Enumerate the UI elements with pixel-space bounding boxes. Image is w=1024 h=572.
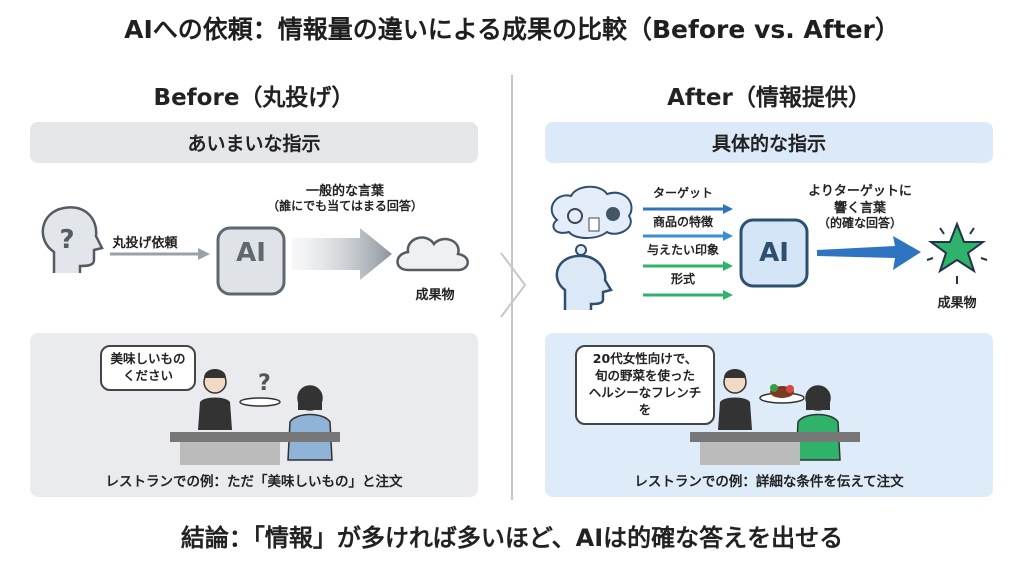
result-label: 成果物	[937, 296, 977, 311]
ai-box	[739, 218, 809, 288]
output-label-1: よりターゲットに	[808, 184, 912, 199]
input-label-impression: 与えたい印象	[646, 243, 719, 257]
bubble-line: ください	[122, 367, 173, 383]
waiter-customer-illustration: ?	[170, 369, 340, 465]
blue-arrow	[817, 236, 921, 270]
star-icon	[927, 221, 987, 274]
bubble-line: 20代女性向けで、	[592, 351, 698, 366]
document-icon	[588, 217, 600, 232]
waiter-customer-illustration	[690, 369, 860, 465]
target-icon	[567, 208, 583, 224]
speech-bubble: 20代女性向けで、 旬の野菜を使った ヘルシーなフレンチを	[575, 345, 715, 425]
gray-arrow	[292, 228, 392, 280]
input-label-target: ターゲット	[652, 186, 713, 200]
ai-label: AI	[759, 238, 789, 268]
input-label-format: 形式	[670, 272, 695, 286]
speech-bubble: 美味しいもの ください	[100, 345, 196, 391]
page-title: AIへの依頼：情報量の違いによる成果の比較（Before vs. After）	[124, 15, 900, 44]
thought-cloud-icon	[550, 185, 633, 239]
conclusion: 結論：「情報」が多ければ多いほど、AIは的確な答えを出せる	[180, 524, 844, 552]
after-flow-diagram	[550, 185, 988, 310]
bubble-line: ヘルシーなフレンチを	[588, 384, 702, 417]
svg-text:?: ?	[258, 371, 271, 396]
head-icon	[555, 254, 613, 310]
ai-box	[216, 226, 286, 296]
before-caption: レストランでの例：ただ「美味しいもの」と注文	[105, 474, 403, 490]
before-heading: Before（丸投げ）	[153, 85, 355, 111]
before-band: あいまいな指示	[30, 122, 478, 163]
input-label-features: 商品の特徴	[652, 215, 713, 229]
divider-chevron	[500, 75, 527, 500]
cloud-icon	[396, 236, 469, 272]
ai-label: AI	[236, 238, 266, 268]
input-labels: ターゲット 商品の特徴 与えたい印象 形式	[638, 184, 728, 287]
svg-text:?: ?	[59, 225, 74, 255]
after-heading: After（情報提供）	[667, 85, 871, 111]
result-label: 成果物	[415, 288, 455, 303]
output-label-2: （誰にでも当てはまる回答）	[267, 199, 423, 213]
request-label: 丸投げ依頼	[112, 236, 178, 251]
output-label-3: （的確な回答）	[817, 216, 902, 230]
chat-icon	[606, 207, 620, 221]
output-label-2: 響く言葉	[833, 201, 886, 216]
after-band: 具体的な指示	[545, 122, 993, 163]
bubble-line: 美味しいもの	[110, 351, 186, 366]
head-question-icon	[41, 206, 104, 273]
before-flow-diagram: ?	[41, 206, 469, 296]
bubble-line: 旬の野菜を使った	[594, 367, 695, 383]
after-caption: レストランでの例：詳細な条件を伝えて注文	[634, 474, 904, 490]
output-label-1: 一般的な言葉	[305, 184, 384, 199]
